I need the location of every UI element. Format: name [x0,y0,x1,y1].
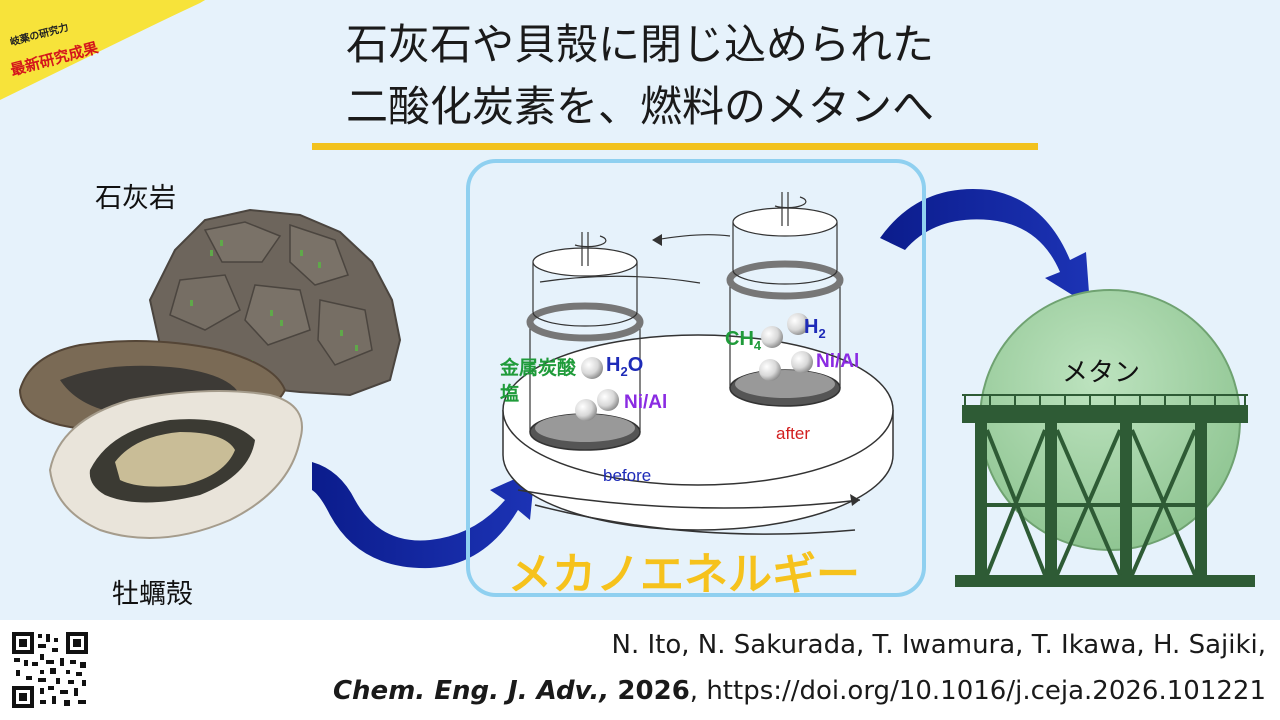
hydrogen-label-h: H [804,316,819,338]
jar-before [526,232,644,451]
banner-line-1: 岐薬の研究力 [9,22,70,49]
water-label-sub: 2 [620,364,628,379]
title-underline [312,143,1038,150]
water-label-o: O [627,354,644,376]
citation-doi-link[interactable]: , https://doi.org/10.1016/j.ceja.2026.10… [689,676,1266,706]
citation-journal: Chem. Eng. J. Adv., [332,676,610,706]
methane-formula-ch: CH [725,328,754,350]
methane-formula-sub: 4 [753,338,762,353]
mechano-energy-label: メカノエネルギー [508,549,860,600]
corner-banner [0,0,205,100]
metal-carbonate-label: 金属炭酸塩 [500,357,577,405]
page-title-line-1: 石灰石や貝殻に閉じ込められた [345,20,934,69]
citation-footer [0,620,1280,720]
reactor-frame [466,159,926,597]
arrow-icon [880,189,1090,306]
citation-year: 2026 [617,676,690,706]
corner-banner: 岐薬の研究力 最新研究成果 [0,0,230,110]
qr-code-icon [10,630,90,710]
after-label: after [776,424,811,443]
before-label: before [603,466,652,485]
catalyst-label-before: Ni/Al [624,392,668,413]
catalyst-label-after: Ni/Al [816,351,860,372]
page-title-line-2: 二酸化炭素を、燃料のメタンへ [345,82,934,131]
limestone-label: 石灰岩 [95,183,176,214]
jar-after [726,192,844,407]
arrow-icon [312,462,535,569]
gas-tank-icon [955,289,1255,587]
methane-formula-label: CH4 [725,328,761,353]
methane-label: メタン [1062,358,1141,388]
citation-reference: Chem. Eng. J. Adv., 2026, https://doi.or… [333,676,1266,706]
hydrogen-label: H2 [804,316,826,341]
hydrogen-label-sub: 2 [818,326,826,341]
citation-authors: N. Ito, N. Sakurada, T. Iwamura, T. Ikaw… [611,630,1266,660]
oyster-shell-label: 牡蠣殻 [112,579,193,610]
water-label-h: H [606,354,621,376]
oyster-shell-icon [18,340,303,539]
water-label: H2O [606,354,643,379]
